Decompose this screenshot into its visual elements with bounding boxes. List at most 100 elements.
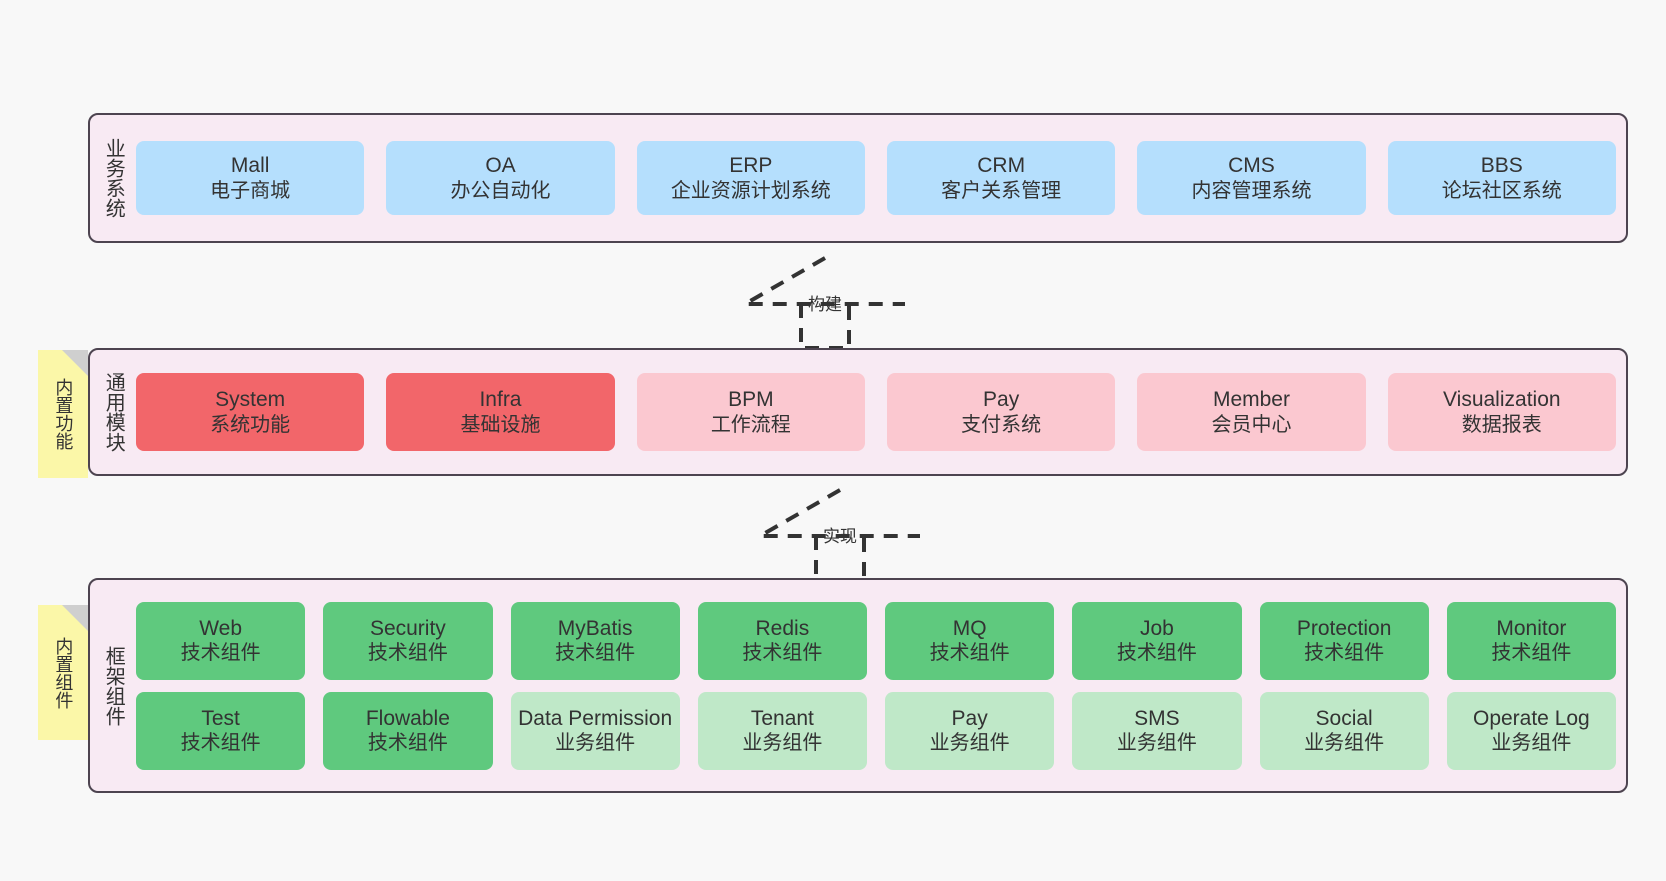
box-title: Data Permission	[518, 706, 673, 730]
box-title: Redis	[755, 616, 810, 640]
box-web[interactable]: Web 技术组件	[136, 601, 306, 680]
box-subtitle: 论坛社区系统	[1441, 179, 1562, 202]
box-title: Mall	[230, 154, 270, 177]
box-title: BPM	[728, 388, 774, 411]
box-crm[interactable]: CRM 客户关系管理	[886, 141, 1116, 215]
box-subtitle: 企业资源计划系统	[670, 179, 831, 202]
box-subtitle: 业务组件	[1491, 732, 1572, 755]
box-social[interactable]: Social 业务组件	[1259, 691, 1429, 770]
note-fold-corner-icon	[62, 350, 88, 376]
box-subtitle: 技术组件	[367, 642, 448, 665]
layer-business-systems: 业务系统 Mall 电子商城 OA 办公自动化 ERP 企业资源计划系统 CRM…	[88, 113, 1628, 243]
note-fold-corner-icon	[62, 605, 88, 631]
box-subtitle: 技术组件	[367, 732, 448, 755]
box-mq[interactable]: MQ 技术组件	[885, 601, 1055, 680]
layer-body-business-systems: Mall 电子商城 OA 办公自动化 ERP 企业资源计划系统 CRM 客户关系…	[136, 115, 1626, 241]
box-title: ERP	[729, 154, 773, 177]
box-security[interactable]: Security 技术组件	[323, 601, 493, 680]
box-subtitle: 工作流程	[710, 413, 791, 436]
note-label: 内置功能	[53, 378, 74, 450]
box-title: Monitor	[1496, 616, 1567, 640]
box-title: MyBatis	[557, 616, 633, 640]
box-subtitle: 会员中心	[1211, 413, 1292, 436]
box-subtitle: 业务组件	[1116, 732, 1197, 755]
box-subtitle: 技术组件	[555, 642, 636, 665]
box-erp[interactable]: ERP 企业资源计划系统	[636, 141, 865, 215]
box-operate-log[interactable]: Operate Log 业务组件	[1446, 691, 1616, 770]
box-title: System	[215, 388, 286, 411]
connector-build: 构建	[735, 252, 915, 352]
box-subtitle: 客户关系管理	[941, 179, 1062, 202]
box-subtitle: 电子商城	[210, 179, 291, 202]
box-title: Flowable	[365, 706, 450, 730]
box-subtitle: 技术组件	[180, 732, 261, 755]
layer-framework-components: 框架组件 Web 技术组件 Security 技术组件 MyBatis 技术组件…	[88, 578, 1628, 793]
box-title: Tenant	[750, 706, 814, 730]
box-title: BBS	[1480, 154, 1523, 177]
note-builtin-functions: 内置功能	[38, 350, 88, 478]
layer-common-modules: 通用模块 System 系统功能 Infra 基础设施 BPM 工作流程 Pay…	[88, 348, 1628, 476]
box-title: Web	[199, 616, 243, 640]
box-subtitle: 技术组件	[742, 642, 823, 665]
box-subtitle: 业务组件	[1304, 732, 1385, 755]
box-test[interactable]: Test 技术组件	[136, 691, 306, 770]
box-title: Visualization	[1443, 388, 1561, 411]
box-title: Infra	[479, 388, 522, 411]
box-protection[interactable]: Protection 技术组件	[1259, 601, 1429, 680]
box-title: MQ	[952, 616, 987, 640]
note-builtin-components: 内置组件	[38, 605, 88, 740]
box-title: CMS	[1228, 154, 1275, 177]
box-bpm[interactable]: BPM 工作流程	[636, 373, 865, 451]
box-title: CRM	[977, 154, 1026, 177]
box-subtitle: 业务组件	[929, 732, 1010, 755]
layer-title-common-modules: 通用模块	[102, 372, 125, 452]
box-member[interactable]: Member 会员中心	[1137, 373, 1366, 451]
box-oa[interactable]: OA 办公自动化	[386, 141, 615, 215]
box-job[interactable]: Job 技术组件	[1072, 601, 1242, 680]
layer-title-framework-components: 框架组件	[102, 645, 125, 726]
layer-title-business-systems: 业务系统	[102, 138, 125, 218]
row: Mall 电子商城 OA 办公自动化 ERP 企业资源计划系统 CRM 客户关系…	[136, 141, 1616, 215]
box-title: Pay	[951, 706, 988, 730]
generalization-arrow-icon	[737, 256, 905, 350]
box-title: Social	[1315, 706, 1373, 730]
row: System 系统功能 Infra 基础设施 BPM 工作流程 Pay 支付系统…	[136, 373, 1616, 451]
box-title: Test	[201, 706, 240, 730]
box-subtitle: 办公自动化	[450, 179, 551, 202]
box-data-permission[interactable]: Data Permission 业务组件	[510, 691, 680, 770]
box-title: OA	[485, 154, 516, 177]
box-title: Security	[369, 616, 446, 640]
box-title: Pay	[983, 388, 1020, 411]
box-subtitle: 技术组件	[1304, 642, 1385, 665]
box-title: Protection	[1296, 616, 1392, 640]
box-tenant[interactable]: Tenant 业务组件	[697, 691, 867, 770]
connector-implement: 实现	[750, 484, 930, 584]
box-subtitle: 业务组件	[742, 732, 823, 755]
note-label: 内置组件	[53, 636, 74, 709]
box-bbs[interactable]: BBS 论坛社区系统	[1387, 141, 1616, 215]
box-pay[interactable]: Pay 支付系统	[886, 373, 1116, 451]
box-subtitle: 技术组件	[180, 642, 261, 665]
box-visualization[interactable]: Visualization 数据报表	[1387, 373, 1616, 451]
box-subtitle: 技术组件	[929, 642, 1010, 665]
box-mall[interactable]: Mall 电子商城	[136, 141, 365, 215]
box-title: Job	[1139, 616, 1174, 640]
box-mybatis[interactable]: MyBatis 技术组件	[510, 601, 680, 680]
box-infra[interactable]: Infra 基础设施	[386, 373, 615, 451]
layer-body-framework-components: Web 技术组件 Security 技术组件 MyBatis 技术组件 Redi…	[136, 580, 1626, 791]
box-pay-business[interactable]: Pay 业务组件	[885, 691, 1055, 770]
box-flowable[interactable]: Flowable 技术组件	[323, 691, 493, 770]
box-redis[interactable]: Redis 技术组件	[697, 601, 867, 680]
layer-body-common-modules: System 系统功能 Infra 基础设施 BPM 工作流程 Pay 支付系统…	[136, 350, 1626, 474]
box-subtitle: 支付系统	[961, 413, 1042, 436]
box-subtitle: 技术组件	[1116, 642, 1197, 665]
box-monitor[interactable]: Monitor 技术组件	[1446, 601, 1616, 680]
box-system[interactable]: System 系统功能	[136, 373, 365, 451]
box-title: SMS	[1134, 706, 1180, 730]
box-subtitle: 数据报表	[1461, 413, 1542, 436]
box-cms[interactable]: CMS 内容管理系统	[1137, 141, 1366, 215]
box-sms[interactable]: SMS 业务组件	[1072, 691, 1242, 770]
box-subtitle: 系统功能	[210, 413, 291, 436]
generalization-arrow-icon	[752, 488, 920, 582]
